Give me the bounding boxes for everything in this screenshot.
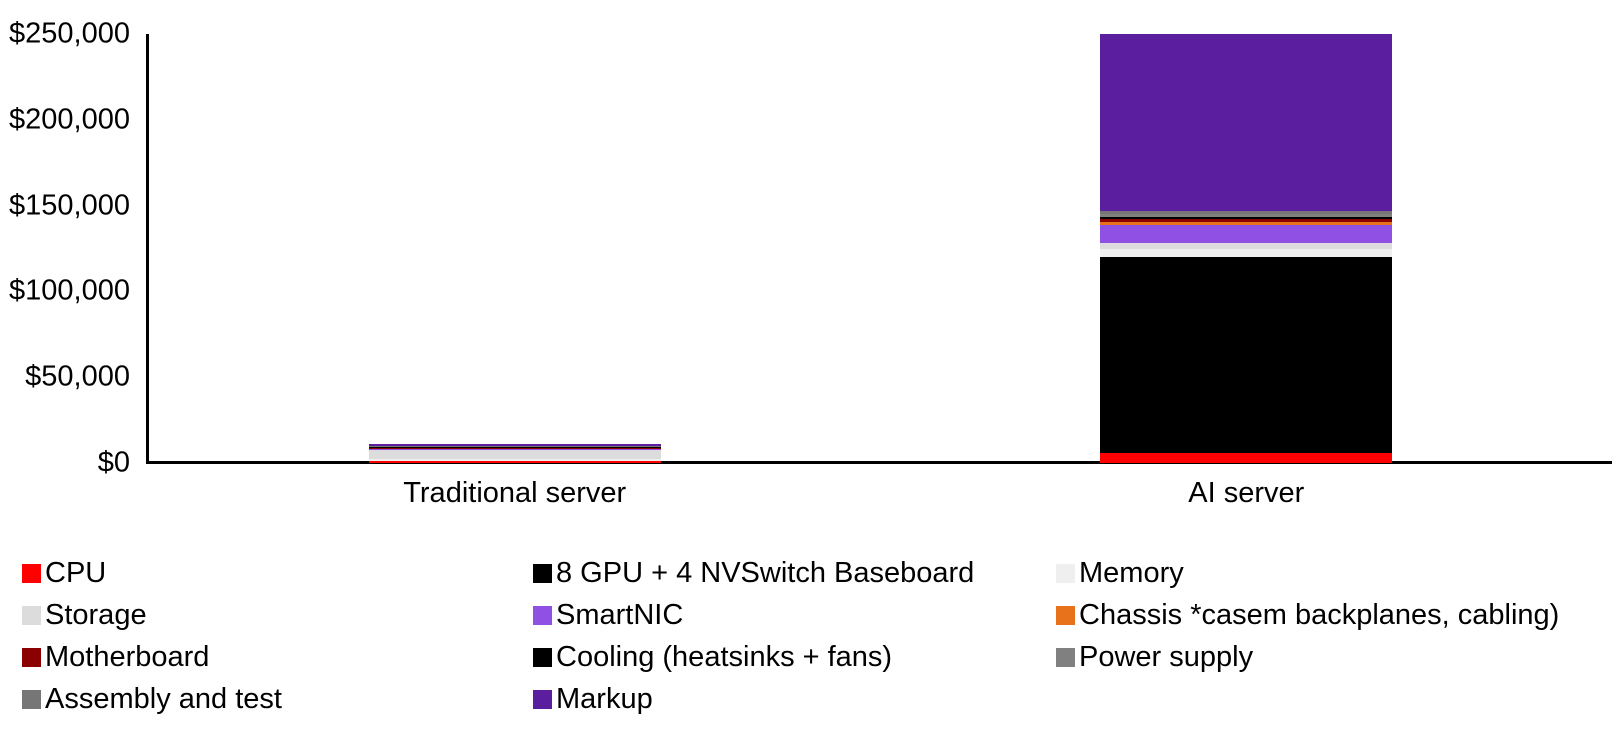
bar-segment[interactable]: [369, 448, 661, 451]
legend-swatch-storage: [22, 605, 41, 625]
bar-stack[interactable]: [369, 444, 661, 463]
bar-segment[interactable]: [1100, 225, 1392, 243]
legend-label: CPU: [45, 557, 107, 589]
legend-label: Storage: [45, 599, 147, 631]
bar-segment[interactable]: [1100, 217, 1392, 220]
legend-label: Motherboard: [45, 641, 210, 673]
legend-label: Cooling (heatsinks + fans): [556, 641, 893, 673]
bar-segment[interactable]: [369, 459, 661, 462]
bar-segment[interactable]: [1100, 242, 1392, 250]
bars-layer: Traditional server AI server: [369, 34, 1392, 509]
bar-segment[interactable]: [369, 444, 661, 446]
legend-item[interactable]: Chassis *casem backplanes, cabling): [1056, 600, 1559, 630]
bar-segment[interactable]: [1100, 213, 1392, 218]
legend-swatch-chassis: [1056, 605, 1075, 625]
legend-swatch-smartnic: [533, 605, 552, 625]
legend-label: SmartNIC: [556, 599, 684, 631]
y-axis-line: [146, 34, 149, 463]
y-axis-tick-label: $50,000: [25, 360, 130, 393]
bar-segment[interactable]: [369, 450, 661, 460]
legend-swatch-memory: [1056, 563, 1075, 583]
legend-item[interactable]: Markup: [533, 684, 653, 714]
legend-swatch-cpu: [22, 563, 41, 583]
legend-item[interactable]: Motherboard: [22, 642, 209, 672]
bar-segment[interactable]: [369, 447, 661, 449]
y-axis-tick-label: $150,000: [9, 189, 130, 222]
y-axis: $0 $50,000 $100,000 $150,000 $200,000 $250,00…: [0, 0, 140, 540]
bar-segment[interactable]: [1100, 249, 1392, 258]
x-axis-category-label: Traditional server: [403, 477, 627, 509]
legend-swatch-power-supply: [1056, 647, 1075, 667]
legend-swatch-cooling: [533, 647, 552, 667]
legend-item[interactable]: CPU: [22, 558, 106, 588]
y-axis-tick-label: $100,000: [9, 274, 130, 307]
legend-item[interactable]: Power supply: [1056, 642, 1253, 672]
legend-label: Power supply: [1079, 641, 1254, 673]
bar-segment[interactable]: [1100, 257, 1392, 453]
legend-label: Memory: [1079, 557, 1184, 589]
legend-swatch-markup: [533, 689, 552, 709]
bar-segment[interactable]: [1100, 210, 1392, 214]
y-axis-tick-label: $200,000: [9, 103, 130, 136]
legend-item[interactable]: Assembly and test: [22, 684, 282, 714]
legend-swatch-gpu-baseboard: [533, 563, 552, 583]
y-axis-tick-label: $250,000: [9, 17, 130, 50]
x-axis-category-label: AI server: [1188, 477, 1305, 509]
legend-label: Chassis *casem backplanes, cabling): [1079, 599, 1560, 631]
bar-segment[interactable]: [1100, 34, 1392, 211]
y-axis-tick-label: $0: [97, 446, 130, 479]
legend-swatch-motherboard: [22, 647, 41, 667]
bar-segment[interactable]: [1100, 219, 1392, 223]
legend-item[interactable]: SmartNIC: [533, 600, 683, 630]
legend-label: 8 GPU + 4 NVSwitch Baseboard: [556, 557, 975, 589]
legend-item[interactable]: Memory: [1056, 558, 1184, 588]
plot-area: $0 $50,000 $100,000 $150,000 $200,000 $250,00…: [0, 0, 1612, 540]
legend-label: Assembly and test: [45, 683, 282, 715]
legend-item[interactable]: Cooling (heatsinks + fans): [533, 642, 892, 672]
legend-item[interactable]: Storage: [22, 600, 147, 630]
bar-segment[interactable]: [1100, 222, 1392, 226]
bar-stack[interactable]: [1100, 34, 1392, 463]
legend-item[interactable]: 8 GPU + 4 NVSwitch Baseboard: [533, 558, 974, 588]
legend-label: Markup: [556, 683, 653, 715]
x-axis-line: [146, 461, 1612, 464]
bar-segment[interactable]: [369, 448, 661, 449]
bar-segment[interactable]: [369, 446, 661, 448]
bar-segment[interactable]: [1100, 452, 1392, 463]
legend-swatch-assembly-test: [22, 689, 41, 709]
bar-segment[interactable]: [369, 445, 661, 447]
bar-segment[interactable]: [369, 461, 661, 463]
